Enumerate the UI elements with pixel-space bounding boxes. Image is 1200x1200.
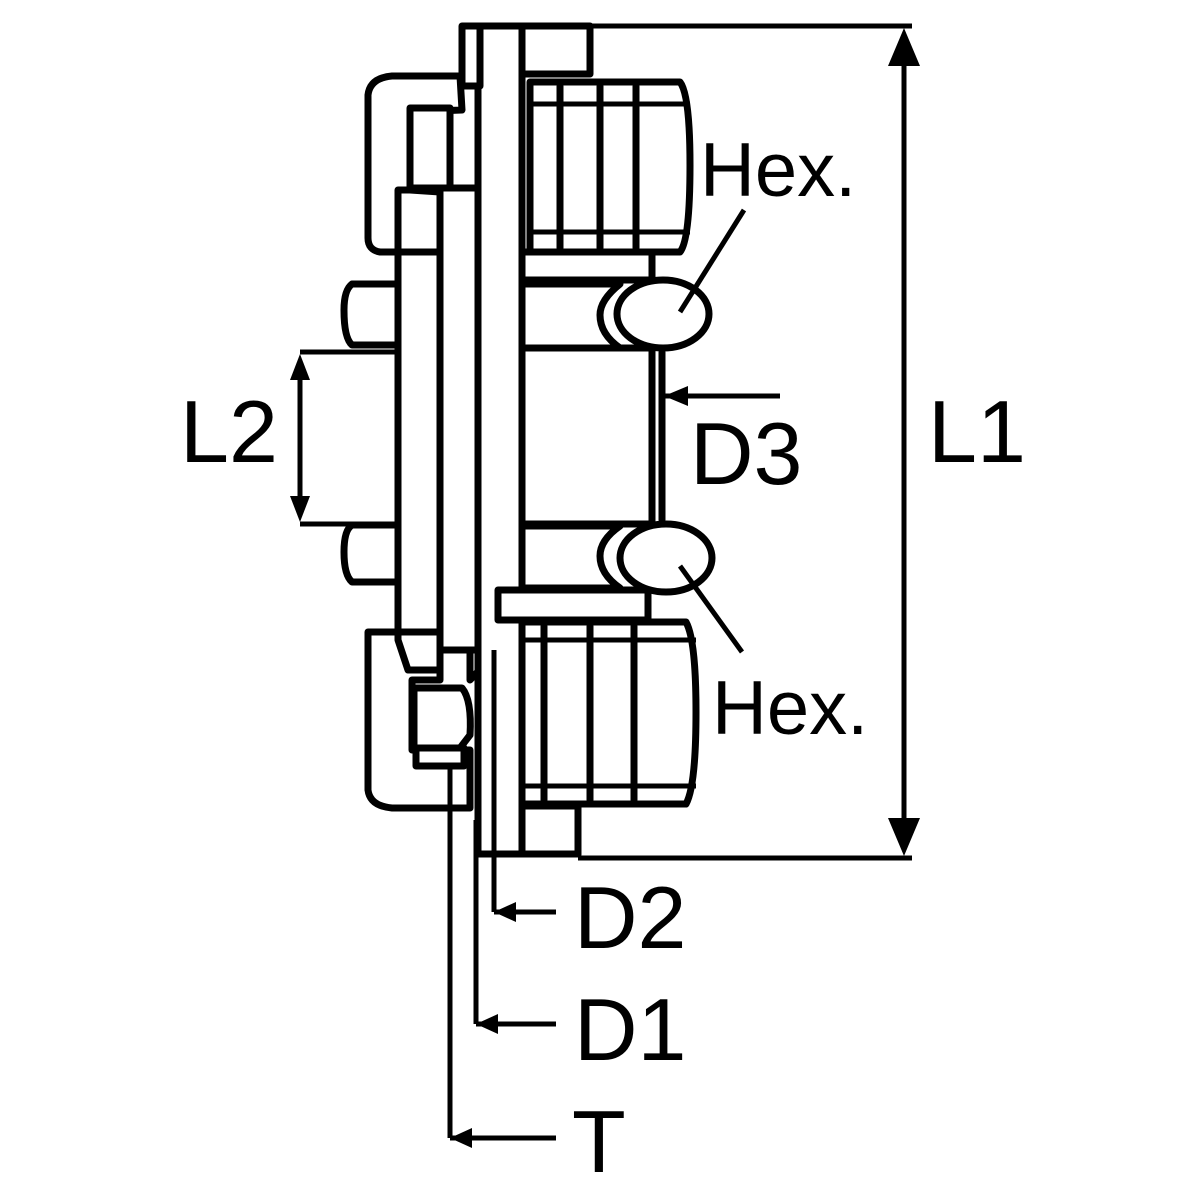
bottom-nut-cavity <box>410 684 474 752</box>
label-t: T <box>572 1092 626 1191</box>
top-locknut-section <box>340 280 402 349</box>
label-hex-bottom: Hex. <box>712 666 868 751</box>
dimension-t <box>447 766 556 1148</box>
label-l2: L2 <box>180 382 278 481</box>
bottom-hex-nut <box>518 618 700 808</box>
leader-hex-top <box>677 208 747 314</box>
label-hex-top: Hex. <box>700 128 856 213</box>
dimension-d2 <box>491 650 556 922</box>
dimension-d1 <box>473 820 556 1034</box>
top-hex-nut <box>526 78 694 256</box>
label-d3: D3 <box>690 404 803 503</box>
label-d2: D2 <box>574 868 687 967</box>
exterior-view <box>494 78 716 808</box>
bottom-nut-section <box>364 628 474 812</box>
dimension-l2 <box>290 349 398 527</box>
bottom-ring <box>412 744 468 770</box>
tube-wall-section <box>436 184 482 654</box>
top-locknut-exterior <box>518 280 624 352</box>
bottom-locknut-exterior <box>518 522 624 592</box>
dimension-d3 <box>664 386 780 406</box>
label-l1: L1 <box>928 382 1026 481</box>
leader-hex-bottom <box>677 564 745 654</box>
top-locknut-bulge <box>613 276 713 352</box>
dimension-l1 <box>578 23 920 861</box>
label-d1: D1 <box>574 980 687 1079</box>
top-nut-cavity <box>406 104 454 192</box>
bottom-locknut-section <box>340 521 402 586</box>
bottom-locknut-bulge <box>616 520 716 596</box>
sleeve-section <box>394 186 444 674</box>
